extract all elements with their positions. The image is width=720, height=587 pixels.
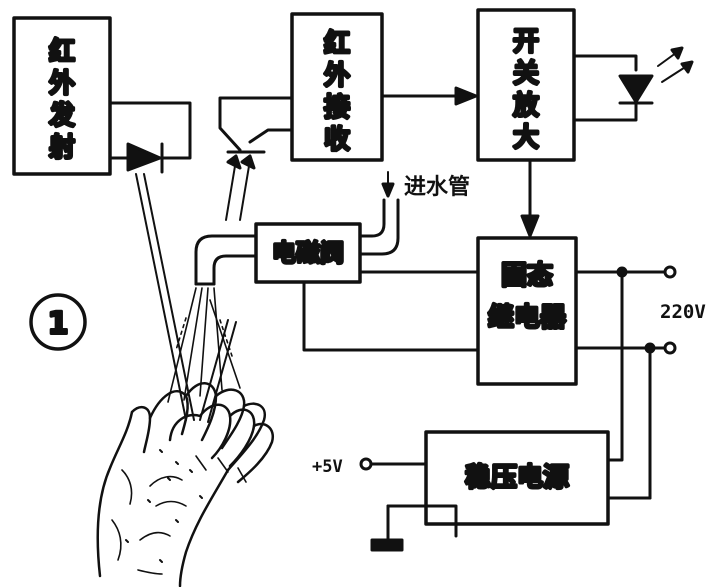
ground-icon [370,538,404,552]
amp-to-ssr-arrow [520,158,540,238]
ir-transmitter-block: 红 外 发 射 [12,16,112,176]
hands-icon [96,382,275,587]
ssr-line-1: 固态 [501,260,553,291]
water-spray [167,287,241,403]
ir-tx-char-1: 红 [49,36,75,67]
figure-number-badge: 1 [29,293,87,351]
amp-char-3: 放 [512,90,540,121]
phototransistor-icon [218,96,294,221]
mains-wiring [574,265,677,500]
regulator-label: 稳压电源 [465,462,569,493]
solenoid-wiring [302,270,480,352]
ir-rx-char-1: 红 [324,28,350,59]
ir-receiver-block: 红 外 接 收 [290,12,384,162]
switch-amplifier-block: 开 关 放 大 [476,8,576,162]
amp-char-4: 大 [513,123,539,153]
amp-char-1: 开 [513,27,539,57]
ir-tx-char-4: 射 [48,133,75,163]
ir-rx-char-2: 外 [324,61,350,91]
inlet-pipe [358,198,400,256]
indicator-led-icon [572,46,694,122]
amp-char-2: 关 [513,59,539,89]
ir-rx-char-4: 收 [324,125,350,155]
regulated-supply-block: 稳压电源 [424,430,610,526]
ir-rx-char-3: 接 [324,93,350,123]
supply-voltage-label: +5V [312,457,343,477]
inlet-arrow [381,171,395,198]
ir-tx-char-3: 发 [48,100,75,131]
solenoid-label: 电磁阀 [272,239,344,267]
outlet-faucet [194,234,258,286]
rx-to-amp-arrow [380,86,478,106]
ssr-line-2: 继电器 [488,302,567,333]
ir-tx-char-2: 外 [49,69,75,99]
solid-state-relay-block: 固态 继电器 [476,236,578,386]
solenoid-valve-block: 电磁阀 [254,222,362,284]
mains-voltage-label: 220V [660,301,706,323]
regulator-wiring [359,418,652,542]
inlet-label: 进水管 [404,174,470,200]
figure-number: 1 [48,307,69,342]
ir-led-icon [108,101,192,174]
